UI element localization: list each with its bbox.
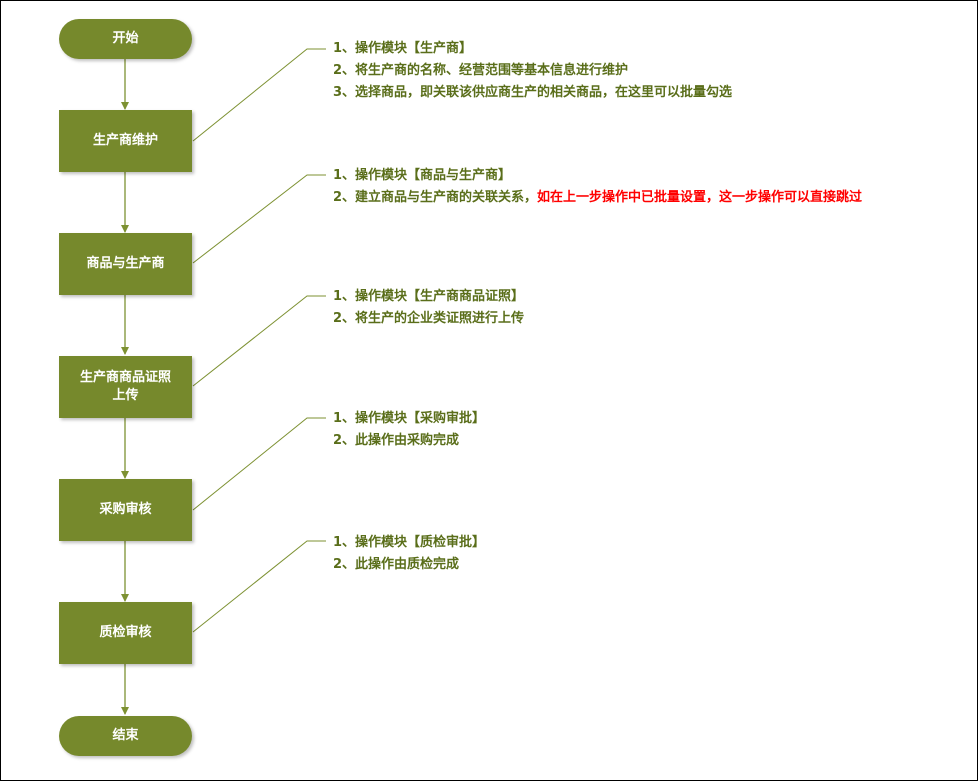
- note-purchase-review: 1、操作模块【采购审批】 2、此操作由采购完成: [333, 408, 485, 452]
- note-text: 2、建立商品与生产商的关联关系，: [333, 190, 538, 205]
- note-line: 2、此操作由质检完成: [333, 557, 460, 572]
- note-producer-maintain: 1、操作模块【生产商】 2、将生产商的名称、经营范围等基本信息进行维护 3、选择…: [333, 38, 732, 104]
- node-end: 结束: [59, 716, 192, 756]
- note-highlight: 如在上一步操作中已批量设置，这一步操作可以直接跳过: [537, 190, 863, 205]
- note-line: 1、操作模块【生产商商品证照】: [333, 289, 525, 304]
- note-license-upload: 1、操作模块【生产商商品证照】 2、将生产的企业类证照进行上传: [333, 286, 524, 330]
- note-line: 2、建立商品与生产商的关联关系，如在上一步操作中已批量设置，这一步操作可以直接跳…: [333, 187, 862, 209]
- node-license-upload: 生产商商品证照 上传: [59, 356, 192, 418]
- callout-purchase-review: [192, 417, 326, 511]
- node-quality-review: 质检审核: [59, 602, 192, 664]
- callout-quality-review: [192, 540, 326, 633]
- note-line: 2、此操作由采购完成: [333, 433, 460, 448]
- note-line: 1、操作模块【质检审批】: [333, 535, 486, 550]
- note-line: 2、将生产的企业类证照进行上传: [333, 311, 525, 326]
- note-goods-producer: 1、操作模块【商品与生产商】 2、建立商品与生产商的关联关系，如在上一步操作中已…: [333, 165, 862, 209]
- callout-goods-producer: [192, 174, 326, 264]
- note-line: 1、操作模块【生产商】: [333, 41, 473, 56]
- note-quality-review: 1、操作模块【质检审批】 2、此操作由质检完成: [333, 532, 485, 576]
- note-line: 1、操作模块【采购审批】: [333, 411, 486, 426]
- note-line: 1、操作模块【商品与生产商】: [333, 168, 512, 183]
- note-line: 2、将生产商的名称、经营范围等基本信息进行维护: [333, 63, 629, 78]
- note-line: 3、选择商品，即关联该供应商生产的相关商品，在这里可以批量勾选: [333, 85, 733, 100]
- node-purchase-review: 采购审核: [59, 479, 192, 541]
- node-start: 开始: [59, 19, 192, 59]
- callout-license-upload: [192, 295, 326, 387]
- node-goods-producer: 商品与生产商: [59, 233, 192, 295]
- node-producer-maintain: 生产商维护: [59, 110, 192, 172]
- callout-producer-maintain: [192, 48, 326, 142]
